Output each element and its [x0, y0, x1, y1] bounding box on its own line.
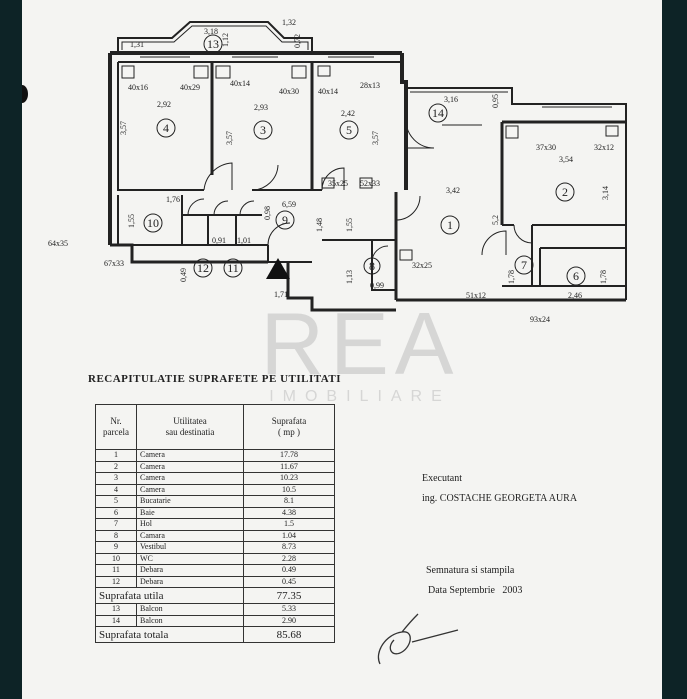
room-number: 5	[346, 123, 352, 137]
dim-label: 1,71	[274, 290, 288, 299]
floor-plan: 1 2 3 4 5 6 7 8 9 10 11 12 13 14 3,18 1,…	[48, 18, 627, 324]
dim-label: 0,91	[212, 236, 226, 245]
dim-label: 0,49	[179, 268, 188, 282]
dim-label: 1,01	[237, 236, 251, 245]
room-number: 7	[521, 258, 527, 272]
dim-label: 2,46	[568, 291, 582, 300]
dim-label: 1,78	[599, 270, 608, 284]
room-number: 12	[197, 261, 209, 275]
room-number: 10	[147, 216, 159, 230]
date-line: Data Septembrie 2003	[428, 585, 522, 596]
room-number: 13	[207, 37, 219, 51]
dim-label: 3,14	[601, 186, 610, 200]
dim-label: 1,55	[127, 214, 136, 228]
dim-label: 32x12	[594, 143, 614, 152]
room-number: 4	[163, 121, 169, 135]
dim-label: 37x30	[536, 143, 556, 152]
dim-label: 28x13	[360, 81, 380, 90]
dim-label: 52x33	[360, 179, 380, 188]
signature-label: Semnatura si stampila	[426, 565, 515, 576]
room-number: 3	[260, 123, 266, 137]
dim-label: 32x25	[412, 261, 432, 270]
dim-label: 1,13	[345, 270, 354, 284]
dim-label: 2,42	[341, 109, 355, 118]
dim-label: 40x16	[128, 83, 148, 92]
dim-label: 3,42	[446, 186, 460, 195]
dim-label: 40x30	[279, 87, 299, 96]
recap-title: RECAPITULATIE SUPRAFETE PE UTILITATI	[88, 373, 342, 385]
dim-label: 0,99	[370, 281, 384, 290]
dim-label: 6,59	[282, 200, 296, 209]
dim-label: 67x33	[104, 259, 124, 268]
col-header-nr: Nr.parcela	[95, 404, 137, 450]
dim-label: 40x29	[180, 83, 200, 92]
dim-label: 3,16	[444, 95, 458, 104]
dim-label: 0,98	[263, 206, 272, 220]
document-sheet: 1 2 3 4 5 6 7 8 9 10 11 12 13 14 3,18 1,…	[22, 0, 662, 699]
dim-label: 3,54	[559, 155, 573, 164]
room-number: 2	[562, 185, 568, 199]
room-number: 14	[432, 106, 444, 120]
dim-label: 3,57	[119, 121, 128, 135]
dim-label: 40x14	[318, 87, 338, 96]
dim-label: 5,2	[491, 215, 500, 225]
dim-label: 64x35	[48, 239, 68, 248]
date-value: Septembrie 2003	[449, 585, 523, 596]
room-number: 11	[227, 261, 239, 275]
dim-label: 0,72	[293, 34, 302, 48]
dim-label: 2,92	[157, 100, 171, 109]
dim-label: 2,93	[254, 103, 268, 112]
dim-label: 1,78	[507, 270, 516, 284]
dim-label: 1,32	[282, 18, 296, 27]
signature-mark	[377, 613, 459, 665]
executant-name: ing. COSTACHE GEORGETA AURA	[422, 493, 578, 504]
scan-stain	[22, 85, 28, 103]
executant-label: Executant	[422, 473, 462, 484]
dim-label: 0,95	[491, 94, 500, 108]
dim-label: 40x14	[230, 79, 250, 88]
dim-label: 1,48	[315, 218, 324, 232]
room-number: 1	[447, 218, 453, 232]
dim-label: 1,31	[130, 40, 144, 49]
dim-label: 35x25	[328, 179, 348, 188]
dim-label: 3,57	[225, 131, 234, 145]
date-label: Data	[428, 585, 447, 596]
col-header-supr: Suprafata( mp )	[243, 404, 335, 450]
dim-label: 51x12	[466, 291, 486, 300]
entry-marker	[266, 258, 290, 279]
dim-label: 1,76	[166, 195, 180, 204]
dim-label: 1,55	[345, 218, 354, 232]
dim-label: 93x24	[530, 315, 550, 324]
dim-label: 3,18	[204, 27, 218, 36]
room-number: 8	[369, 259, 375, 273]
dim-label: 3,57	[371, 131, 380, 145]
watermark: REA IMOBILIARE	[260, 294, 460, 406]
room-number: 9	[282, 213, 288, 227]
room-number: 6	[573, 269, 579, 283]
dim-label: 1,12	[221, 33, 230, 47]
